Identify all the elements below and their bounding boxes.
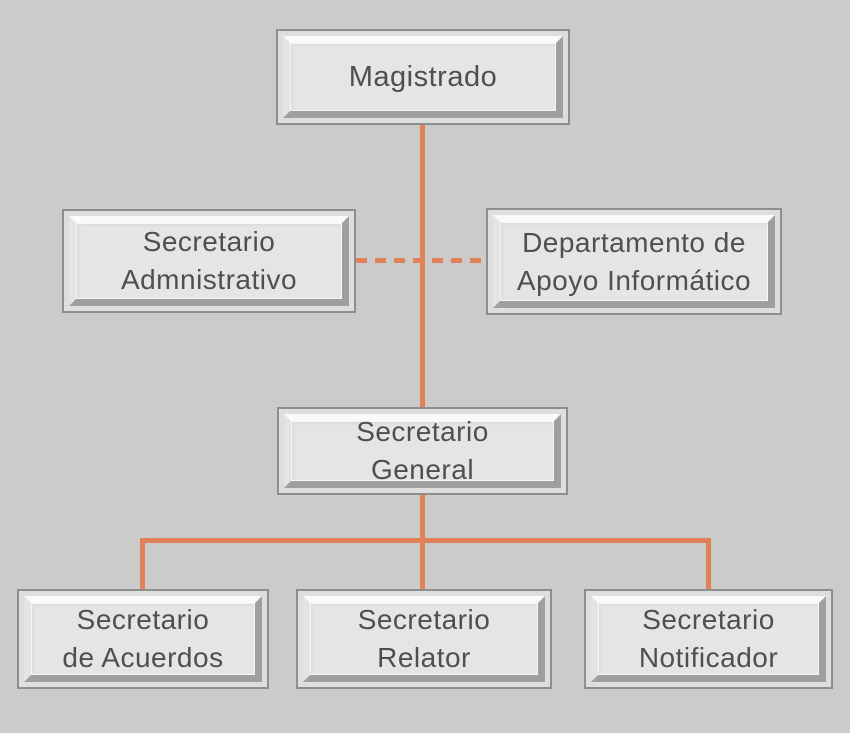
connector-horizontal-bus [140,538,711,543]
node-label-line1: Secretario [357,604,491,635]
org-node-secretario-de-acuerdos: Secretario de Acuerdos [17,589,269,689]
node-label: Secretario General [356,413,489,489]
node-label: Secretario Admnistrativo [121,223,297,299]
connector-magistrado-to-general [420,125,425,589]
org-node-secretario-notificador: Secretario Notificador [584,589,833,689]
node-label: Departamento de Apoyo Informático [517,224,751,300]
org-node-magistrado: Magistrado [276,29,570,125]
node-bevel-frame: Secretario de Acuerdos [24,596,262,682]
node-label-line1: Departamento de [522,226,746,258]
node-label-line2: de Acuerdos [62,642,224,673]
node-label-line1: Secretario [356,416,489,447]
node-label-line2: Notificador [638,642,779,673]
node-label-line1: Secretario [642,604,775,635]
node-bevel-frame: Secretario Notificador [591,596,826,682]
node-label-line2: Apoyo Informático [516,264,752,296]
node-label: Magistrado [349,58,497,96]
node-label-line1: Secretario [142,226,276,257]
node-label-line2: General [370,454,475,485]
connector-drop-to-notificador [706,538,711,589]
node-label-line1: Secretario [76,604,210,635]
node-bevel-frame: Departamento de Apoyo Informático [493,215,775,308]
org-node-secretario-relator: Secretario Relator [296,589,552,689]
node-label: Secretario Notificador [639,601,778,677]
node-label: Secretario Relator [358,601,491,677]
node-bevel-frame: Secretario General [284,414,561,488]
connector-drop-to-acuerdos [140,538,145,589]
node-label-line2: Relator [377,642,471,673]
node-label-line1: Magistrado [348,61,498,93]
node-bevel-frame: Magistrado [283,36,563,118]
node-label: Secretario de Acuerdos [62,601,223,677]
node-label-line2: Admnistrativo [120,264,298,295]
org-node-departamento-apoyo-informatico: Departamento de Apoyo Informático [486,208,782,315]
node-bevel-frame: Secretario Relator [303,596,545,682]
org-node-secretario-general: Secretario General [277,407,568,495]
org-node-secretario-administrativo: Secretario Admnistrativo [62,209,356,313]
connector-dashed-administrativo-to-departamento [356,258,486,263]
node-bevel-frame: Secretario Admnistrativo [69,216,349,306]
